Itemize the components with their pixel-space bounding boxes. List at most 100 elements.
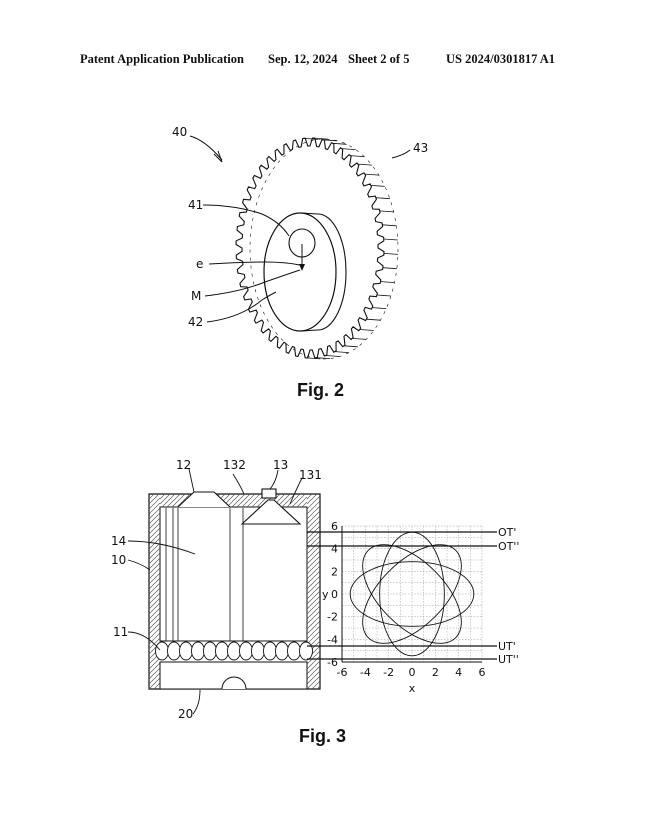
hatch-line [148, 522, 161, 535]
inlet-12 [177, 491, 231, 508]
hatch-line [306, 530, 321, 545]
gear-tooth-depth [383, 253, 398, 255]
gear-tooth-depth [357, 163, 372, 166]
label-131: 131 [299, 468, 322, 482]
hatch-line [306, 675, 321, 690]
hatch-line [226, 493, 241, 508]
hatch-line [148, 552, 161, 565]
hatch-line [306, 575, 321, 590]
gear-tooth-depth [313, 137, 328, 140]
hatch-line [291, 493, 306, 508]
ball [287, 641, 301, 661]
dead-center-label: OT' [498, 526, 516, 539]
gear-tooth-depth [306, 357, 321, 360]
gear-tooth-depth [350, 155, 365, 157]
hatch-line [306, 615, 321, 630]
fig3-caption: Fig. 3 [299, 726, 346, 746]
label-40: 40 [172, 125, 187, 139]
label-42: 42 [188, 315, 203, 329]
gear-back-outline [249, 138, 399, 360]
hatch-line [148, 592, 161, 605]
hatch-line [148, 617, 161, 630]
label-11: 11 [113, 625, 128, 639]
hatch-line [306, 545, 321, 560]
ball [155, 641, 169, 661]
header-number: US 2024/0301817 A1 [446, 52, 556, 66]
gear-tooth-depth [380, 281, 395, 283]
hatch-line [148, 547, 161, 560]
hatch-line [148, 512, 161, 525]
header-publication: Patent Application Publication [80, 52, 244, 66]
hatch-line [153, 682, 161, 690]
hatch-line [306, 495, 321, 510]
ball [275, 641, 289, 661]
hatch-line [148, 527, 161, 540]
hatch-line [306, 535, 321, 550]
hatch-line [306, 605, 321, 620]
hatch-line [306, 670, 321, 685]
label-12: 12 [176, 458, 191, 472]
label-13: 13 [273, 458, 288, 472]
label-20: 20 [178, 707, 193, 721]
hatch-line [306, 655, 321, 670]
hatch-line [148, 587, 161, 600]
hatch-line [306, 610, 321, 625]
hatch-line [281, 493, 296, 508]
hatch-line [148, 602, 161, 615]
ball [179, 641, 193, 661]
hatch-line [236, 493, 251, 508]
hatch-line [148, 562, 161, 575]
hatch-line [148, 577, 161, 590]
y-tick-label: -6 [327, 656, 338, 669]
hatch-line [241, 493, 256, 508]
dead-center-label: UT'' [498, 653, 519, 666]
gear-face-teeth [249, 137, 399, 360]
ball [239, 641, 253, 661]
x-tick-label: 2 [432, 666, 439, 679]
hatch-line [148, 612, 161, 625]
hatch-line [148, 657, 161, 670]
label-10: 10 [111, 553, 126, 567]
hatch-line [306, 560, 321, 575]
ball [263, 641, 277, 661]
ball [215, 641, 229, 661]
hatch-line [306, 493, 313, 500]
x-tick-label: 6 [479, 666, 486, 679]
x-tick-label: 4 [455, 666, 462, 679]
y-tick-label: -4 [327, 633, 338, 646]
dead-center-label: UT' [498, 640, 516, 653]
orbit-ellipse [362, 544, 462, 644]
chamber-14 [165, 508, 244, 641]
gear-tooth-depth [303, 138, 319, 140]
gear-tooth-depth [364, 173, 379, 176]
label-43: 43 [413, 141, 428, 155]
hatch-line [159, 493, 171, 505]
gear-tooth-depth [341, 148, 356, 150]
hatch-line [148, 502, 161, 515]
gear-43-outline [235, 137, 385, 359]
y-tick-label: 0 [331, 588, 338, 601]
orbit-ellipse [349, 561, 475, 627]
gear-tooth-depth [376, 294, 391, 297]
gear-tooth-depth [372, 307, 387, 309]
hatch-line [311, 680, 321, 690]
gear-tooth-depth [334, 351, 349, 353]
gear-tooth-depth [359, 329, 374, 331]
hatch-line [148, 493, 160, 505]
hatch-line [148, 607, 161, 620]
gear-tooth-depth [370, 185, 385, 187]
hatch-line [316, 685, 321, 690]
ball-row-11 [155, 641, 313, 661]
hatch-line [306, 620, 321, 635]
hatch-line [171, 493, 186, 508]
gear-tooth-depth [323, 139, 338, 142]
hatch-line [301, 501, 308, 508]
hatch-line [148, 672, 161, 685]
hatch-line [161, 493, 176, 508]
hatch-line [306, 630, 321, 645]
hatch-line [148, 517, 161, 530]
hatch-line [286, 493, 301, 508]
hatch-line [306, 510, 321, 525]
hatch-line [306, 505, 321, 520]
